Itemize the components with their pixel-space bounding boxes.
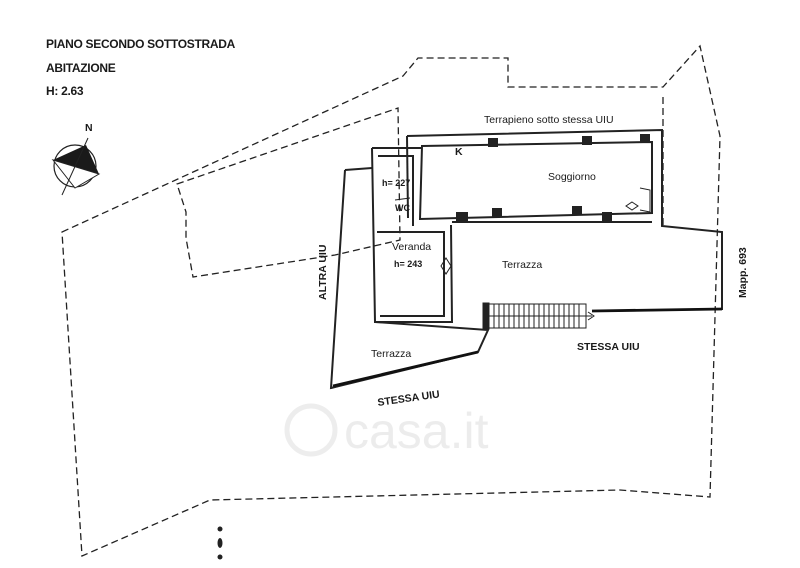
label-wc: WC [395, 203, 410, 213]
plan-title: PIANO SECONDO SOTTOSTRADA [46, 37, 235, 51]
watermark-text: casa.it [344, 403, 489, 459]
label-altra-uiu: ALTRA UIU [317, 245, 329, 300]
north-arrow-icon [51, 137, 101, 196]
label-veranda: Veranda [392, 241, 431, 253]
north-label: N [85, 122, 93, 134]
label-kitchen: K [455, 146, 463, 158]
building-walls [329, 128, 723, 390]
label-mapp: Mapp. 693 [737, 247, 749, 298]
label-terrapieno: Terrapieno sotto stessa UIU [484, 114, 614, 126]
label-height-243: h= 243 [394, 259, 422, 269]
property-boundary [61, 44, 721, 557]
bottom-mark-icon [217, 526, 223, 560]
plan-subtitle: ABITAZIONE [46, 61, 116, 75]
wall-pilasters [456, 134, 650, 222]
label-height-227: h= 227 [382, 178, 410, 188]
label-soggiorno: Soggiorno [548, 171, 596, 183]
door-symbols [394, 187, 651, 275]
label-terrazza-main: Terrazza [502, 259, 542, 271]
watermark: casa.it [284, 403, 489, 459]
label-stessa-uiu-right: STESSA UIU [577, 341, 640, 353]
plan-height: H: 2.63 [46, 84, 84, 98]
thick-boundary [332, 307, 723, 388]
label-terrazza-lower: Terrazza [371, 348, 411, 360]
staircase [482, 302, 595, 330]
